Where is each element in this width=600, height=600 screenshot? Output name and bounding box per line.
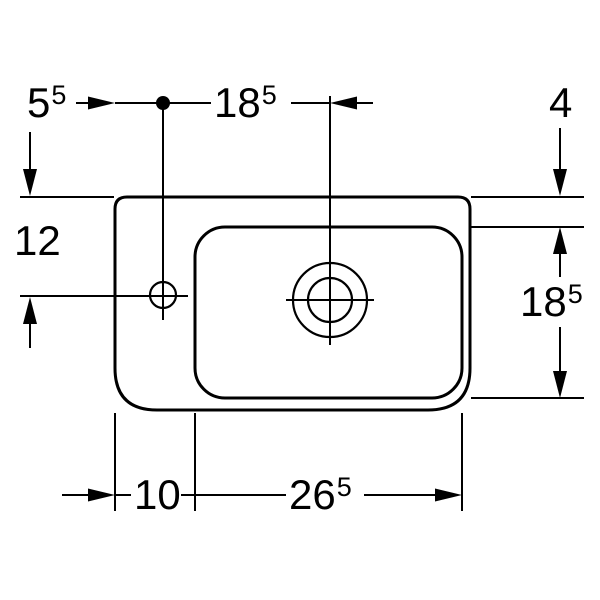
arrowhead-right (88, 96, 115, 110)
dim-superscript: 5 (567, 279, 583, 309)
dim-superscript: 5 (51, 80, 67, 110)
dimension-right-18-5 (471, 226, 584, 399)
arrowhead-up (23, 297, 37, 324)
dim-label-right: 185 (520, 281, 583, 323)
dim-label-bottom-center: 265 (289, 474, 352, 516)
dim-superscript: 5 (261, 80, 277, 110)
dim-value: 18 (214, 79, 261, 126)
dimension-left-12 (20, 132, 188, 348)
arrowhead-right (88, 488, 115, 502)
dimension-bottom-chain (62, 413, 463, 511)
dim-value: 18 (520, 278, 567, 325)
dim-value: 10 (134, 471, 181, 518)
dim-value: 4 (549, 79, 573, 126)
dimension-top-chain (76, 96, 373, 110)
dimension-right-4 (471, 128, 584, 198)
dim-label-left: 12 (14, 220, 61, 262)
basin-outer-outline (113, 195, 472, 412)
arrowhead-left (330, 96, 357, 110)
dim-label-top-center: 185 (214, 82, 277, 124)
dim-value: 5 (27, 79, 51, 126)
dim-label-top-left: 55 (27, 82, 66, 124)
arrowhead-down (23, 169, 37, 196)
dim-value: 12 (14, 217, 61, 264)
arrowhead-down (553, 169, 567, 196)
arrowhead-up (553, 227, 567, 254)
dim-label-bottom-left: 10 (134, 474, 181, 516)
basin-inner-outline (193, 225, 464, 400)
dim-value: 26 (289, 471, 336, 518)
dim-label-top-right: 4 (549, 82, 572, 124)
dim-superscript: 5 (336, 472, 352, 502)
arrowhead-down (553, 371, 567, 398)
arrowhead-right (435, 488, 462, 502)
